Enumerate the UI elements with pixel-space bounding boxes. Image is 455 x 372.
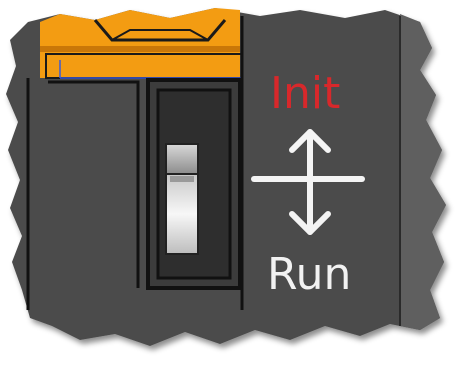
orange-connector <box>40 8 243 79</box>
switch-label-init: Init <box>270 68 341 119</box>
switch-label-run: Run <box>267 249 352 300</box>
side-strip <box>399 14 446 330</box>
up-down-arrow-icon <box>251 129 365 235</box>
switch-knob-icon[interactable] <box>165 143 199 255</box>
